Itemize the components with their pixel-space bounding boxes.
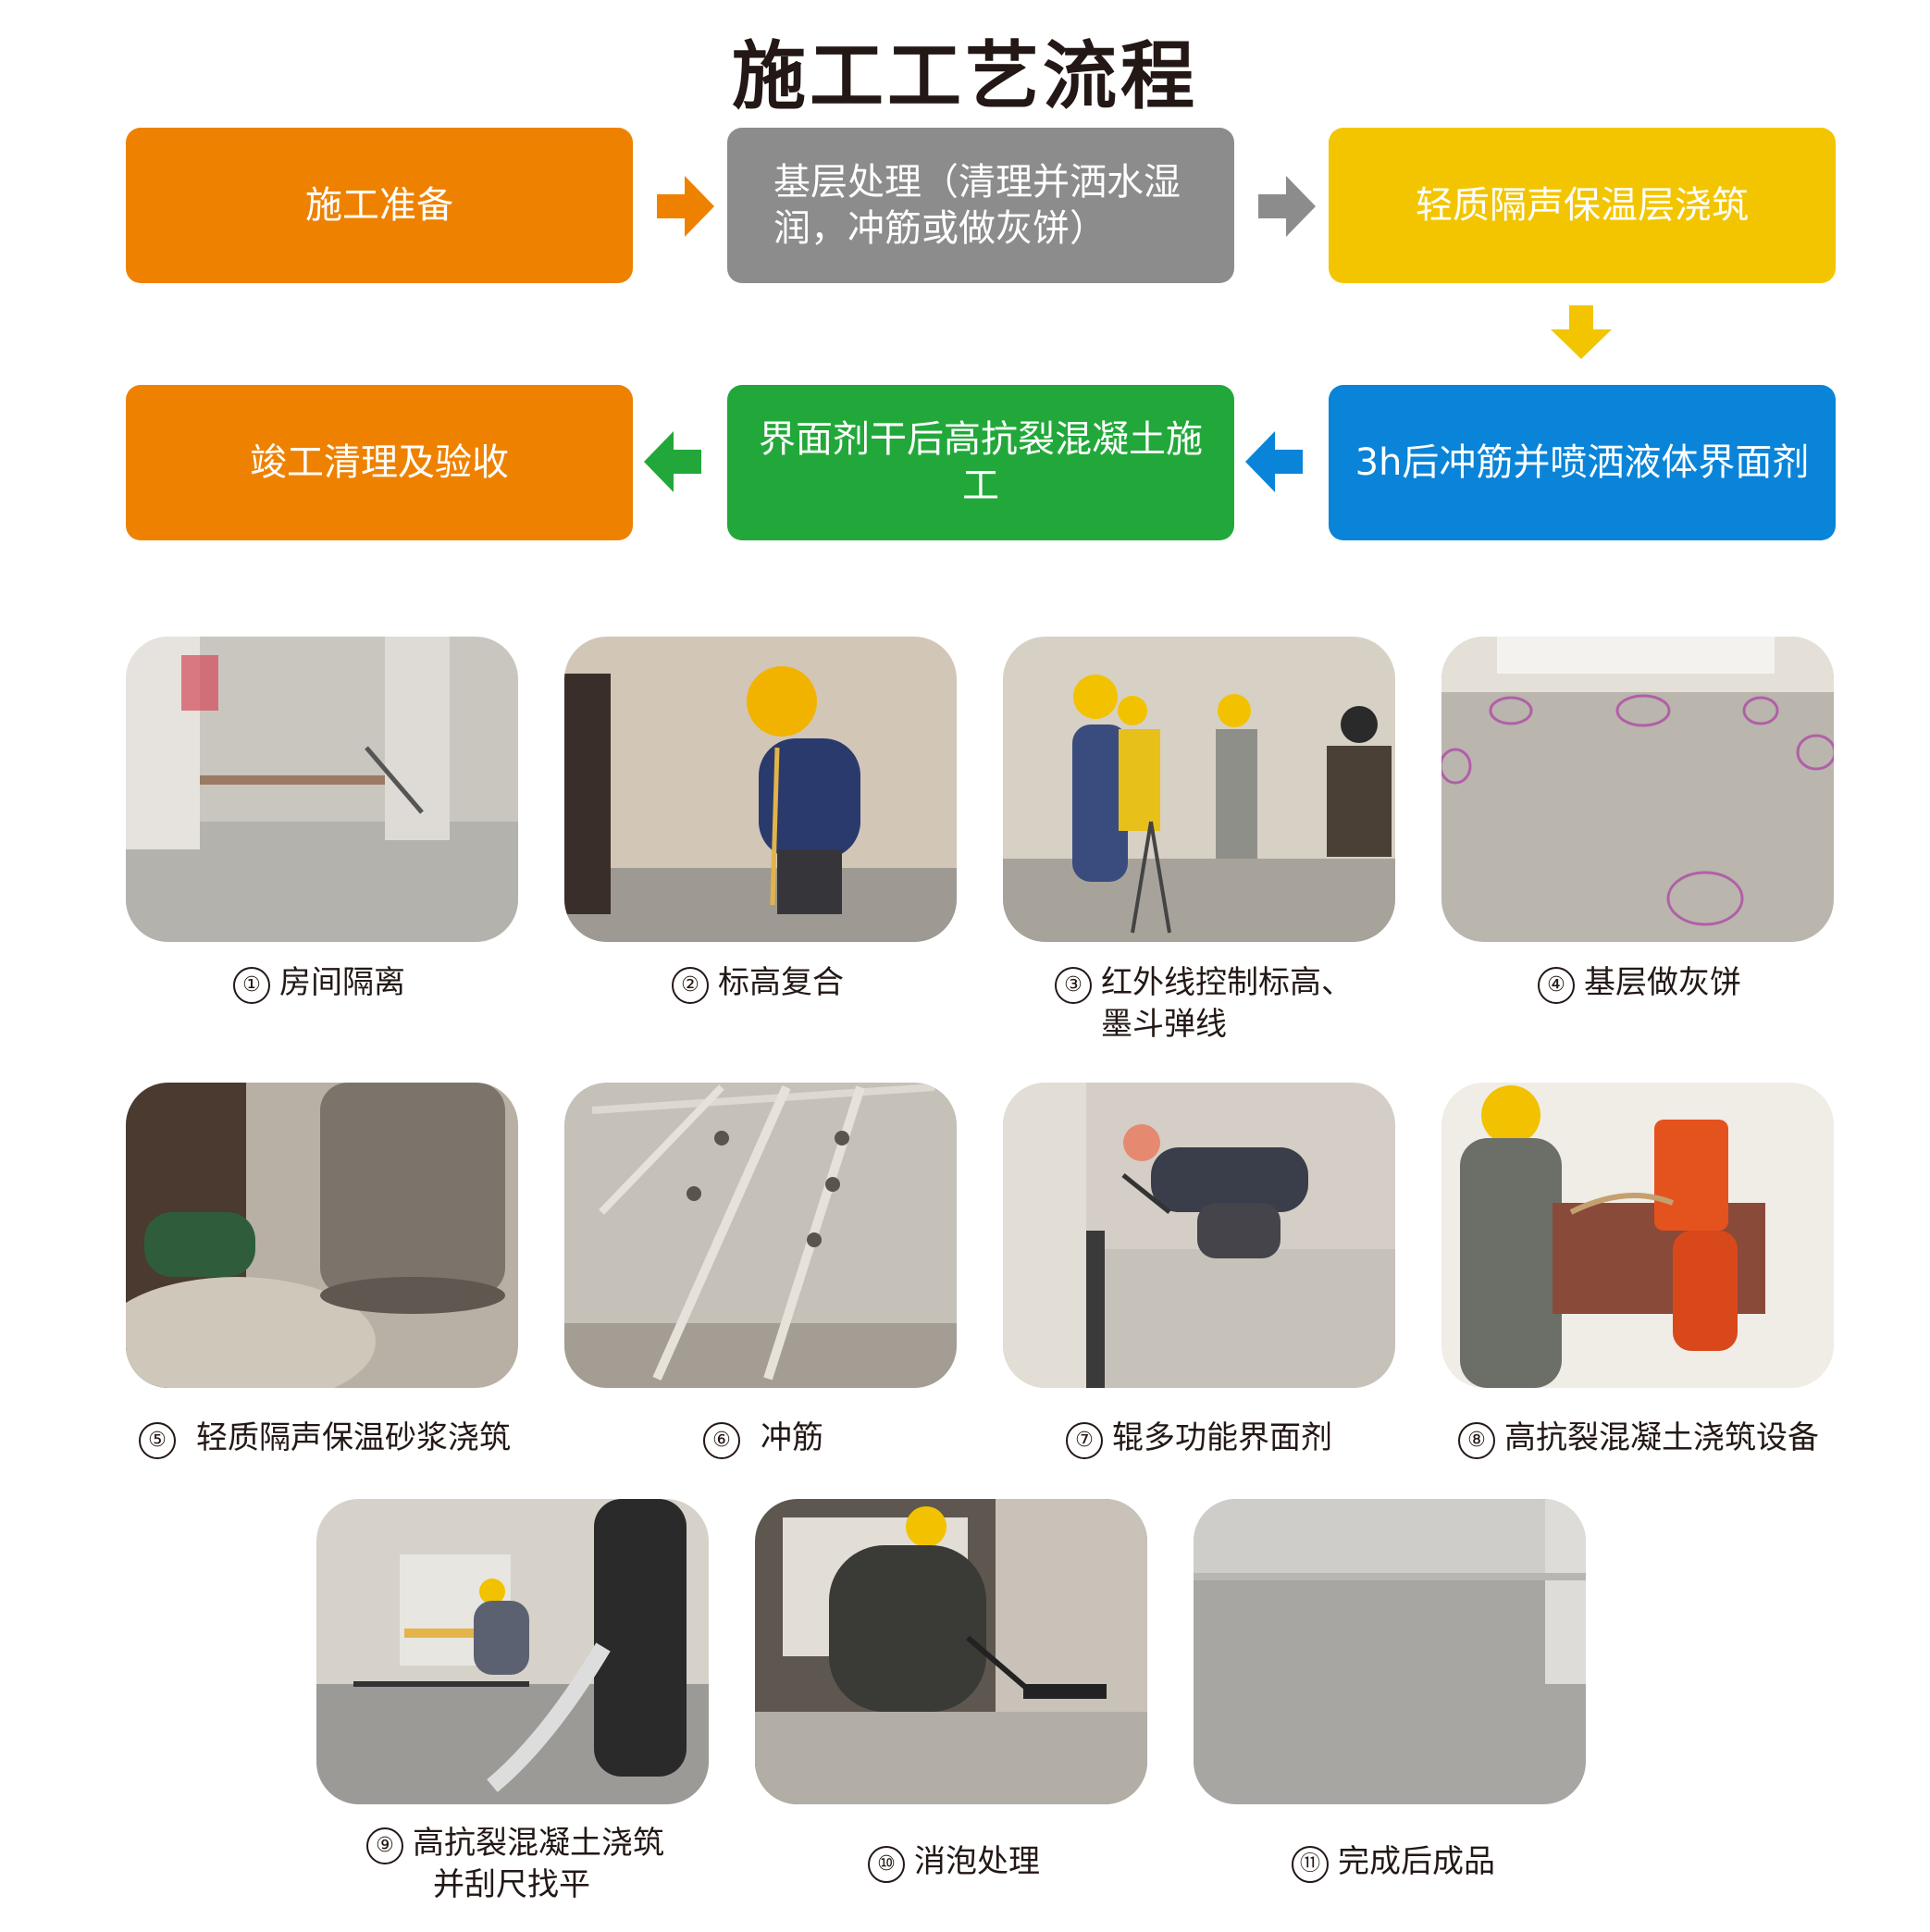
step-concrete-construction: 界面剂干后高抗裂混凝土施工 bbox=[727, 385, 1234, 540]
arrow-left-icon bbox=[644, 431, 701, 492]
step-base-treatment: 基层处理（清理并洒水湿 润，冲筋或做灰饼） bbox=[727, 128, 1234, 283]
pouring-machine-photo bbox=[1441, 1083, 1834, 1388]
infrared-level-photo bbox=[1003, 637, 1395, 942]
step-label: 施工准备 bbox=[305, 184, 453, 227]
step-label: 界面剂干后高抗裂混凝土施工 bbox=[759, 418, 1203, 507]
concrete-leveling-photo bbox=[316, 1499, 709, 1804]
interface-agent-roller-photo bbox=[1003, 1083, 1395, 1388]
step-label: 3h后冲筋并喷洒液体界面剂 bbox=[1355, 441, 1810, 484]
step-insulation-pour: 轻质隔声保温层浇筑 bbox=[1329, 128, 1836, 283]
defoaming-photo bbox=[755, 1499, 1147, 1804]
arrow-down-icon bbox=[1551, 305, 1612, 359]
finished-floor-photo bbox=[1194, 1499, 1586, 1804]
step-label-line2: 润，冲筋或做灰饼） bbox=[773, 207, 1107, 250]
step-label: 竣工清理及验收 bbox=[250, 441, 509, 484]
elevation-check-photo bbox=[564, 637, 957, 942]
room-isolation-photo bbox=[126, 637, 518, 942]
mortar-cake-photo bbox=[1441, 637, 1834, 942]
step-label: 轻质隔声保温层浇筑 bbox=[1416, 184, 1749, 227]
arrow-right-icon bbox=[657, 176, 714, 237]
mortar-pouring-photo bbox=[126, 1083, 518, 1388]
arrow-left-icon bbox=[1245, 431, 1303, 492]
screed-rail-photo bbox=[564, 1083, 957, 1388]
step-label-line1: 基层处理（清理并洒水湿 bbox=[773, 161, 1181, 204]
step-screed-and-spray: 3h后冲筋并喷洒液体界面剂 bbox=[1329, 385, 1836, 540]
page-title: 施工工艺流程 bbox=[732, 33, 1198, 119]
arrow-right-icon bbox=[1258, 176, 1316, 237]
step-final-acceptance: 竣工清理及验收 bbox=[126, 385, 633, 540]
step-construction-prep: 施工准备 bbox=[126, 128, 633, 283]
